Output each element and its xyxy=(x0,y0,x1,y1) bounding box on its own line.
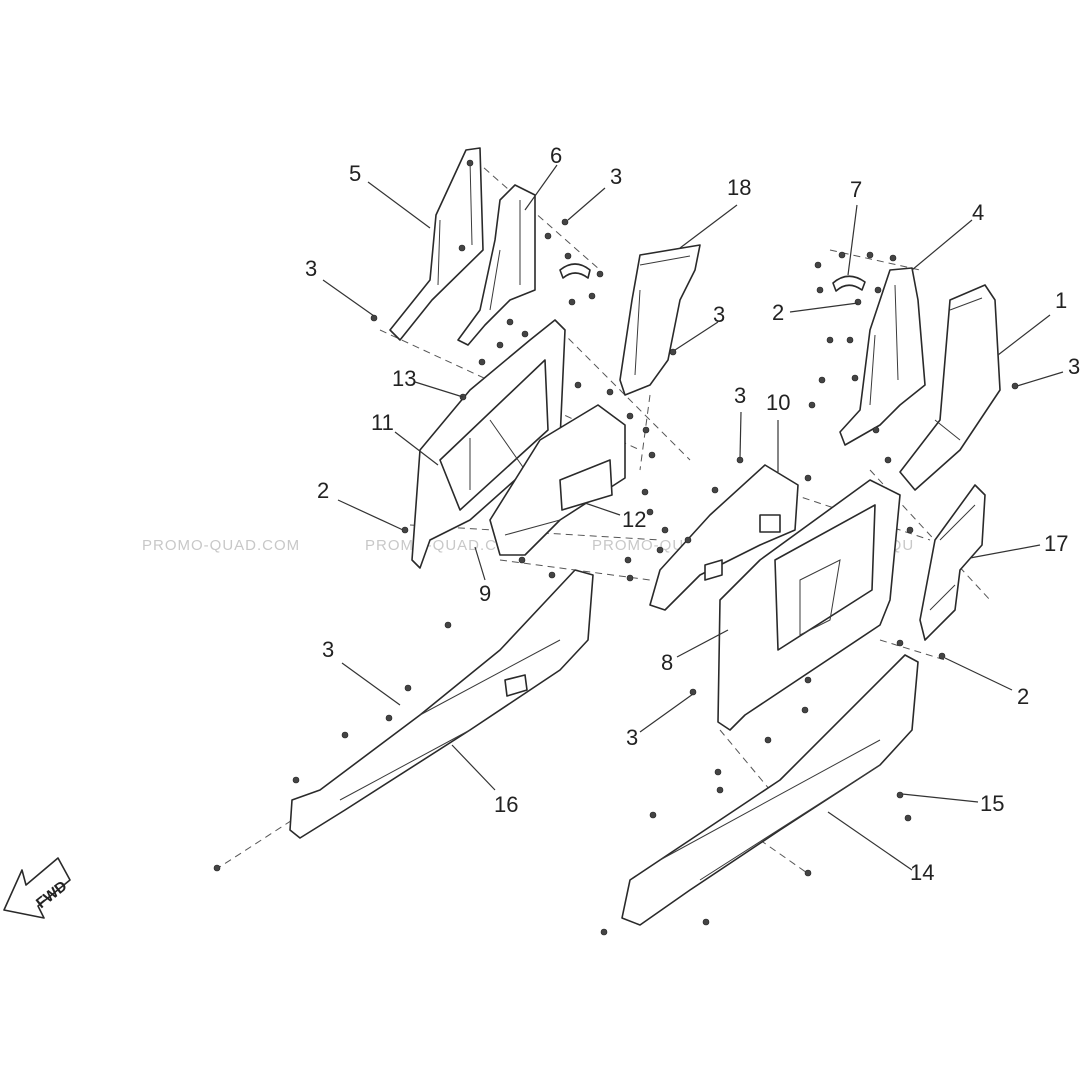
part-5-left-upper-panel xyxy=(389,147,484,341)
callout-6: 6 xyxy=(550,143,562,168)
part-14-right-rocker-panel xyxy=(621,654,919,926)
callout-14: 14 xyxy=(910,860,934,885)
callout-2: 2 xyxy=(317,478,329,503)
callout-15: 15 xyxy=(980,791,1004,816)
watermark: PROMO-QUAD.COM xyxy=(365,537,523,554)
callout-3: 3 xyxy=(626,725,638,750)
callout-numbers: 5 6 3 3 18 7 4 1 2 3 3 13 11 3 10 2 12 9… xyxy=(305,143,1080,885)
callout-12: 12 xyxy=(622,507,646,532)
part-11-left-door-frame xyxy=(411,319,566,569)
callout-10: 10 xyxy=(766,390,790,415)
callout-13: 13 xyxy=(392,366,416,391)
callout-3: 3 xyxy=(305,256,317,281)
callout-2: 2 xyxy=(1017,684,1029,709)
part-1-right-upper-panel xyxy=(899,284,1001,491)
callout-9: 9 xyxy=(479,581,491,606)
part-7-clip xyxy=(559,263,866,292)
part-8-right-door-frame xyxy=(717,479,901,731)
fasteners xyxy=(213,218,1019,936)
callout-16: 16 xyxy=(494,792,518,817)
part-6-bracket xyxy=(457,184,536,346)
callout-4: 4 xyxy=(972,200,984,225)
callout-3: 3 xyxy=(734,383,746,408)
part-4-right-bracket xyxy=(839,267,926,446)
callout-3: 3 xyxy=(610,164,622,189)
callout-3: 3 xyxy=(1068,354,1080,379)
watermark: PROMO-QUAD.COM xyxy=(142,537,300,554)
callout-3: 3 xyxy=(322,637,334,662)
part-12-left-lower-cover xyxy=(489,404,626,556)
callout-11: 11 xyxy=(371,410,394,435)
callout-18: 18 xyxy=(727,175,751,200)
part-17-right-side-cover xyxy=(919,484,986,641)
callout-17: 17 xyxy=(1044,531,1068,556)
part-16-left-rocker-panel xyxy=(289,569,594,839)
callout-7: 7 xyxy=(850,177,862,202)
callout-8: 8 xyxy=(661,650,673,675)
callout-5: 5 xyxy=(349,161,361,186)
callout-1: 1 xyxy=(1055,288,1067,313)
part-10-right-inner-panel xyxy=(649,464,799,611)
callout-3: 3 xyxy=(713,302,725,327)
callout-leaders xyxy=(322,164,1064,871)
forward-arrow-icon: FWD xyxy=(3,857,71,919)
callout-2: 2 xyxy=(772,300,784,325)
part-18-upper-cover xyxy=(619,244,701,396)
